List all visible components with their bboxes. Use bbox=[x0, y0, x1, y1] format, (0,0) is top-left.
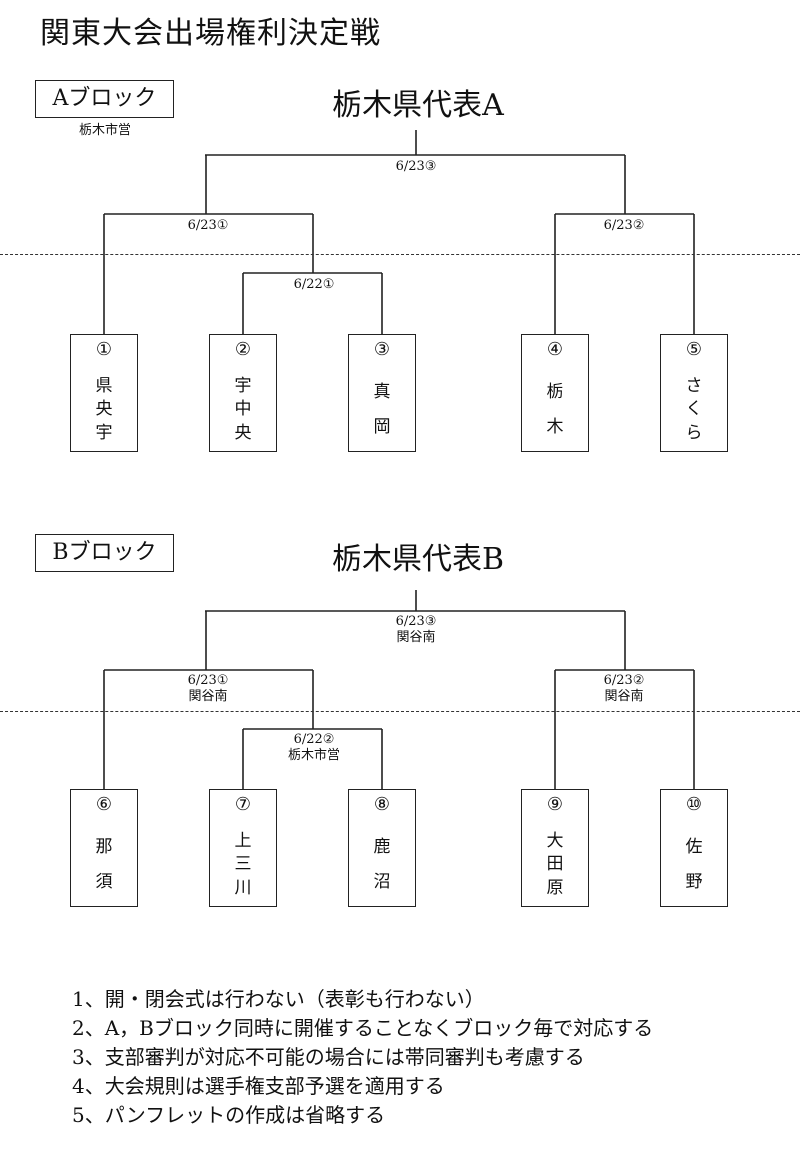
team-name: 大田原 bbox=[546, 831, 564, 898]
block-b-right-date: 6/23② bbox=[603, 673, 645, 688]
block-a-right-date: 6/23② bbox=[603, 218, 645, 233]
page-title: 関東大会出場権利決定戦 bbox=[40, 16, 381, 51]
block-b-dashed-divider bbox=[0, 711, 800, 712]
note-item: 2、A，Bブロック同時に開催することなくブロック毎で対応する bbox=[72, 1016, 654, 1040]
team-seed: ④ bbox=[546, 339, 564, 360]
block-b-final-date: 6/23③ bbox=[395, 614, 437, 629]
block-b-bracket-lines bbox=[103, 590, 695, 790]
team-box: ④ 栃木 bbox=[521, 334, 589, 452]
block-a-final-date: 6/23③ bbox=[395, 159, 437, 174]
team-name: さくら bbox=[685, 376, 703, 443]
team-seed: ① bbox=[95, 339, 113, 360]
team-name: 鹿沼 bbox=[373, 837, 391, 892]
team-box: ② 宇中央 bbox=[209, 334, 277, 452]
block-a-bracket-lines bbox=[103, 130, 695, 335]
team-box: ⑦ 上三川 bbox=[209, 789, 277, 907]
block-a-dashed-divider bbox=[0, 254, 800, 255]
block-b-left-match: 6/23① 関谷南 bbox=[188, 673, 229, 705]
note-item: 4、大会規則は選手権支部予選を適用する bbox=[72, 1074, 445, 1098]
block-a-label: Aブロック bbox=[35, 80, 174, 118]
team-box: ⑩ 佐野 bbox=[660, 789, 728, 907]
block-a-representative: 栃木県代表A bbox=[332, 88, 504, 123]
team-name: 那須 bbox=[95, 837, 113, 892]
block-b-label: Bブロック bbox=[35, 534, 174, 572]
team-name: 上三川 bbox=[234, 831, 252, 898]
team-box: ⑧ 鹿沼 bbox=[348, 789, 416, 907]
team-seed: ⑧ bbox=[373, 794, 391, 815]
block-b-left-venue: 関谷南 bbox=[188, 689, 228, 704]
block-b-sub-date: 6/22② bbox=[293, 732, 335, 747]
team-seed: ② bbox=[234, 339, 252, 360]
team-name: 真岡 bbox=[373, 382, 391, 437]
block-a-sub-date: 6/22① bbox=[293, 277, 335, 292]
team-seed: ⑦ bbox=[234, 794, 252, 815]
note-item: 5、パンフレットの作成は省略する bbox=[72, 1103, 386, 1127]
block-b-sub-match: 6/22② 栃木市営 bbox=[288, 732, 340, 764]
block-b-sub-venue: 栃木市営 bbox=[287, 748, 341, 763]
block-a-venue: 栃木市営 bbox=[78, 123, 131, 138]
team-seed: ⑥ bbox=[95, 794, 113, 815]
notes-list: 1、開・閉会式は行わない（表彰も行わない） 2、A，Bブロック同時に開催すること… bbox=[72, 985, 653, 1130]
team-seed: ⑩ bbox=[685, 794, 703, 815]
block-b-left-date: 6/23① bbox=[187, 673, 229, 688]
team-box: ⑥ 那須 bbox=[70, 789, 138, 907]
team-name: 栃木 bbox=[546, 382, 564, 437]
team-name: 佐野 bbox=[685, 837, 703, 892]
team-box: ③ 真岡 bbox=[348, 334, 416, 452]
team-name: 宇中央 bbox=[234, 376, 252, 443]
team-seed: ⑤ bbox=[685, 339, 703, 360]
block-b-final-venue: 関谷南 bbox=[396, 630, 436, 645]
block-b-final-match: 6/23③ 関谷南 bbox=[396, 614, 437, 646]
note-item: 3、支部審判が対応不可能の場合には帯同審判も考慮する bbox=[72, 1045, 585, 1069]
team-box: ⑤ さくら bbox=[660, 334, 728, 452]
team-box: ⑨ 大田原 bbox=[521, 789, 589, 907]
team-box: ① 県央宇 bbox=[70, 334, 138, 452]
block-b-right-match: 6/23② 関谷南 bbox=[604, 673, 645, 705]
team-seed: ③ bbox=[373, 339, 391, 360]
team-seed: ⑨ bbox=[546, 794, 564, 815]
note-item: 1、開・閉会式は行わない（表彰も行わない） bbox=[72, 987, 485, 1011]
team-name: 県央宇 bbox=[95, 376, 113, 443]
block-a-left-date: 6/23① bbox=[187, 218, 229, 233]
block-b-representative: 栃木県代表B bbox=[331, 542, 505, 577]
block-b-right-venue: 関谷南 bbox=[604, 689, 644, 704]
